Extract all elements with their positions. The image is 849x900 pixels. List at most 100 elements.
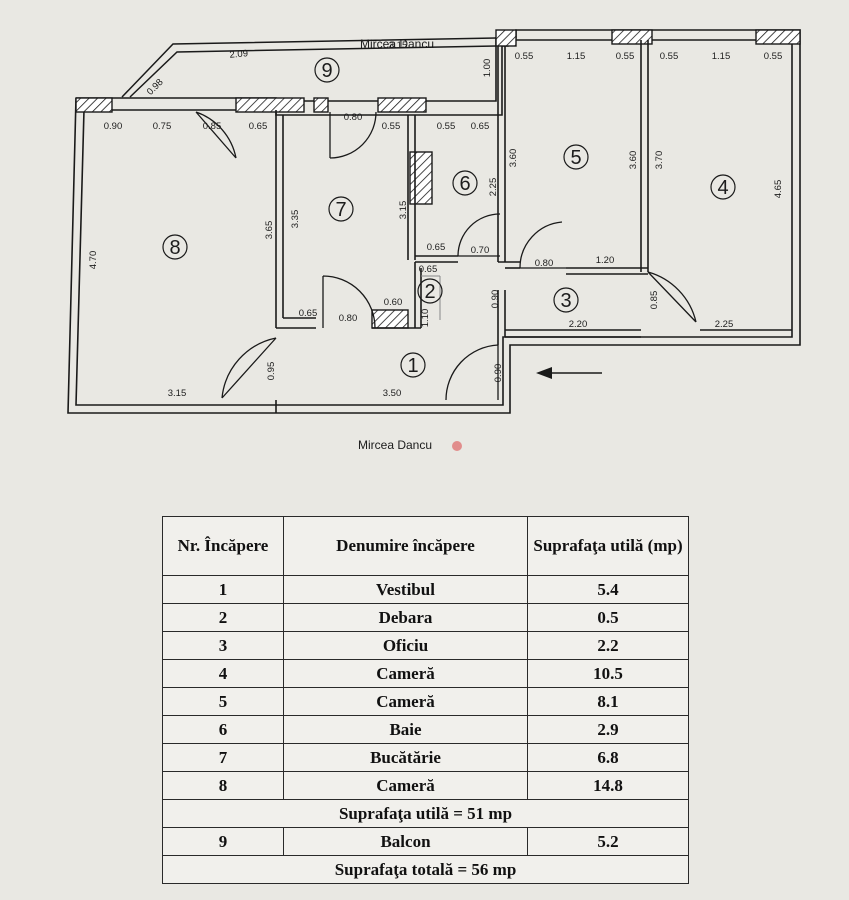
room-number-9: 9: [321, 60, 332, 82]
room-name-cell: Baie: [283, 715, 528, 744]
grand-total-row: Suprafaţa totală = 56 mp: [162, 855, 689, 884]
dimension-label: 3.50: [383, 388, 402, 399]
dimension-label: 0.65: [427, 242, 446, 253]
interior-walls: [275, 40, 792, 413]
dimension-label: 2.25: [715, 319, 734, 330]
room-number-cell: 2: [162, 603, 284, 632]
room-area-cell: 6.8: [527, 743, 689, 772]
room-name-cell: Balcon: [283, 827, 528, 856]
dimension-label: 3.65: [264, 221, 275, 240]
dimension-label: 3.15: [389, 40, 408, 51]
dimension-label: 3.60: [628, 151, 639, 170]
dimension-label: 0.90: [493, 364, 504, 383]
dimension-label: 2.09: [229, 48, 248, 61]
dimension-label: 0.85: [649, 291, 660, 310]
room-circle-9: [314, 57, 340, 83]
room-number-cell: 1: [162, 575, 284, 604]
room-area-table: Nr. Încăpere Denumire încăpere Suprafaţa…: [162, 516, 689, 884]
room-number-cell: 4: [162, 659, 284, 688]
useful-total-row: Suprafaţa utilă = 51 mp: [162, 799, 689, 828]
dimension-label: 0.90: [490, 290, 501, 309]
dimension-label: 0.80: [535, 258, 554, 269]
dimension-label: 0.95: [266, 362, 277, 381]
room-number-4: 4: [717, 177, 728, 199]
room-area-cell: 5.2: [527, 827, 689, 856]
dimension-label: 0.80: [344, 112, 363, 123]
grand-area-total: Suprafaţa totală = 56 mp: [162, 855, 689, 884]
door-swings: [195, 111, 697, 401]
room-circle-6: [452, 170, 478, 196]
dimension-label: 2.25: [488, 178, 499, 197]
watermark-center: Mircea Dancu: [358, 438, 432, 452]
room-number-cell: 7: [162, 743, 284, 772]
dimension-label: 0.80: [339, 313, 358, 324]
balcony-railing: [121, 37, 497, 98]
room-number-6: 6: [459, 173, 470, 195]
room-number-cell: 9: [162, 827, 284, 856]
dimension-label: 4.65: [773, 180, 784, 199]
outer-walls: [67, 29, 801, 414]
room-circle-5: [563, 144, 589, 170]
dimension-label: 3.15: [398, 201, 409, 220]
room-number-circles: [162, 57, 736, 378]
dimension-label: 3.60: [508, 149, 519, 168]
dimension-label: 1.10: [420, 309, 431, 328]
dimension-label: 1.20: [596, 255, 615, 266]
room-area-cell: 5.4: [527, 575, 689, 604]
room-circle-7: [328, 196, 354, 222]
room-number-8: 8: [169, 237, 180, 259]
dimension-label: 0.85: [203, 121, 222, 132]
room-circle-8: [162, 234, 188, 260]
header-useful-area: Suprafaţa utilă (mp): [527, 516, 689, 576]
room-area-cell: 10.5: [527, 659, 689, 688]
room-number-cell: 5: [162, 687, 284, 716]
room-name-cell: Vestibul: [283, 575, 528, 604]
room-area-cell: 0.5: [527, 603, 689, 632]
entrance-arrow-icon: [536, 367, 602, 379]
dimension-label: 0.55: [437, 121, 456, 132]
dimension-label: 0.70: [471, 245, 490, 256]
room-area-cell: 2.2: [527, 631, 689, 660]
dimension-label: 1.15: [712, 51, 731, 62]
dimension-label: 1.15: [567, 51, 586, 62]
dimension-label: 0.65: [419, 264, 438, 275]
dimension-label: 3.15: [168, 388, 187, 399]
dimension-label: 0.55: [616, 51, 635, 62]
hatched-walls: [75, 29, 801, 329]
dimension-label: 0.75: [153, 121, 172, 132]
room-area-cell: 8.1: [527, 687, 689, 716]
table-header-row: Nr. Încăpere Denumire încăpere Suprafaţa…: [162, 516, 689, 576]
room-name-cell: Cameră: [283, 771, 528, 800]
dimension-label: 0.90: [104, 121, 123, 132]
dimension-label: 0.55: [660, 51, 679, 62]
useful-area-total: Suprafaţa utilă = 51 mp: [162, 799, 689, 828]
room-area-cell: 14.8: [527, 771, 689, 800]
room-circle-2: [417, 278, 443, 304]
room-name-cell: Cameră: [283, 687, 528, 716]
room-number-1: 1: [407, 355, 418, 377]
header-room-number: Nr. Încăpere: [162, 516, 284, 576]
dimension-label: 0.65: [471, 121, 490, 132]
room-circle-3: [553, 287, 579, 313]
room-name-cell: Cameră: [283, 659, 528, 688]
dimension-label: 0.55: [382, 121, 401, 132]
dimension-label: 4.70: [88, 251, 99, 270]
room-name-cell: Oficiu: [283, 631, 528, 660]
watermark-dot: [452, 441, 462, 451]
room-number-3: 3: [560, 290, 571, 312]
room-circle-1: [400, 352, 426, 378]
header-room-name: Denumire încăpere: [283, 516, 528, 576]
dimension-label: 0.65: [249, 121, 268, 132]
dimension-label: 1.00: [482, 59, 493, 78]
room-number-5: 5: [570, 147, 581, 169]
